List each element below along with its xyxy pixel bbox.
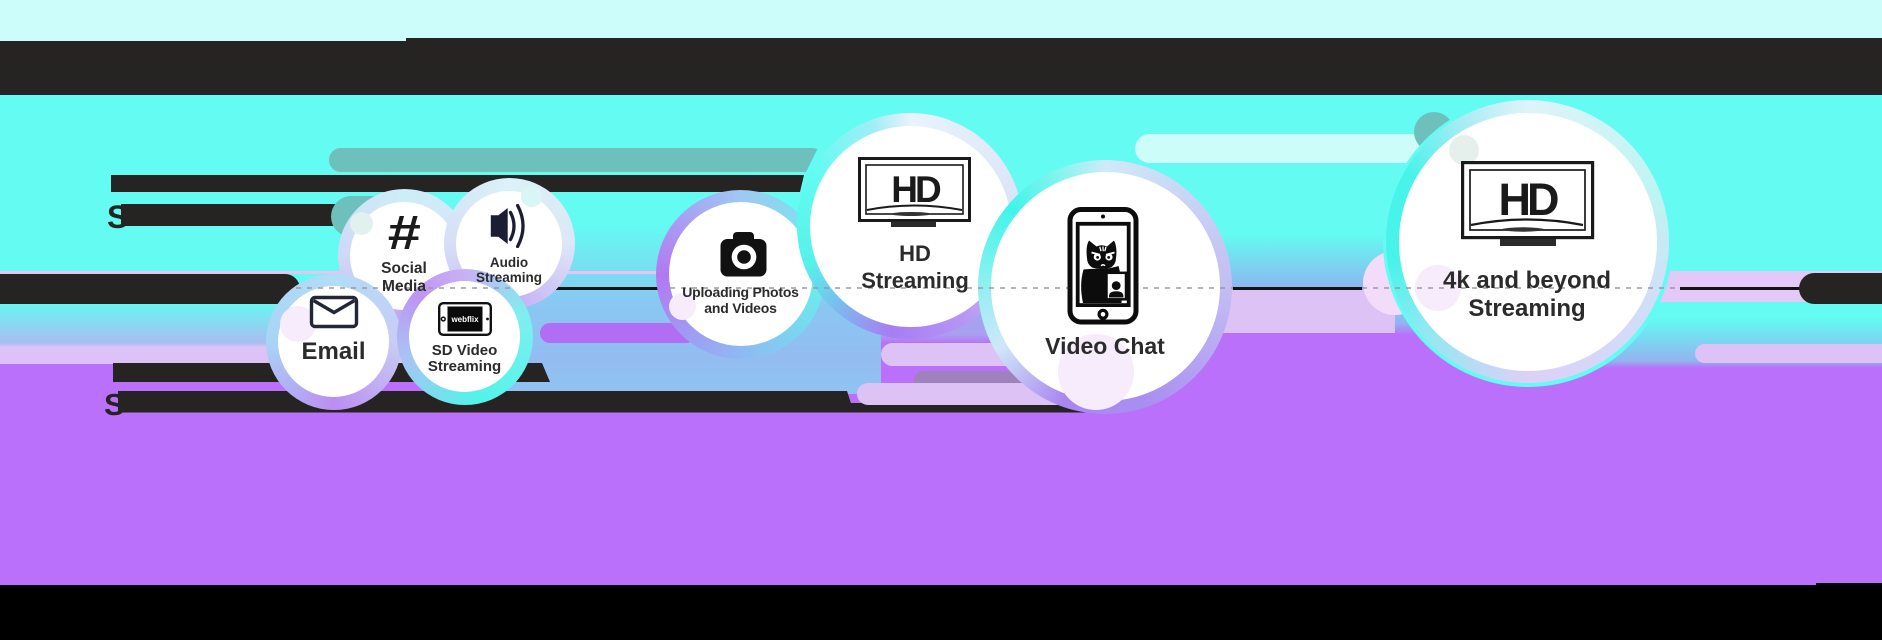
svg-text:HD: HD [1499,174,1558,225]
svg-text:HD: HD [891,169,941,210]
svg-text:webflix: webflix [450,315,479,324]
